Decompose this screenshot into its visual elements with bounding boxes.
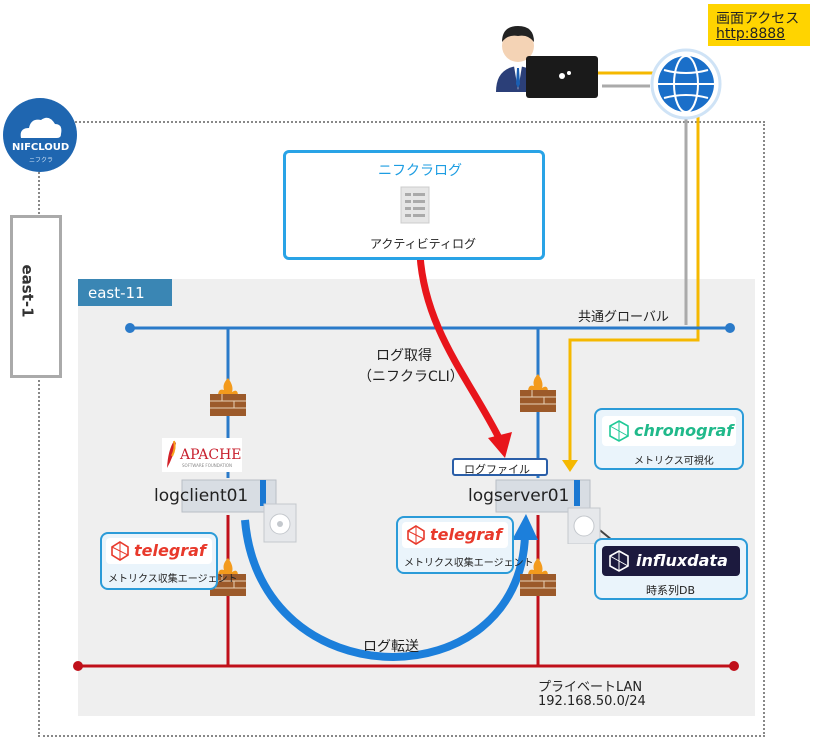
nifcloud-log-item: アクティビティログ [370, 237, 476, 251]
nifcloud-log-box: ニフクラログ アクティビティログ [283, 150, 545, 260]
telegraf-server-callout: telegraf メトリクス収集エージェント [396, 516, 534, 574]
log-fetch-sublabel: （ニフクラCLI） [358, 369, 464, 385]
telegraf-icon [407, 525, 425, 545]
log-fetch-arrowhead [488, 432, 512, 458]
apache-sublabel: SOFTWARE FOUNDATION [182, 463, 232, 468]
global-network-label: 共通グローバル [578, 310, 669, 325]
zone-label: east-11 [88, 284, 145, 302]
log-fetch-label: ログ取得 [376, 348, 432, 364]
influxdb-icon [609, 550, 629, 572]
firewall-icon [520, 374, 556, 412]
telegraf-server-desc: メトリクス収集エージェント [404, 558, 534, 569]
private-network-endpoint-right [729, 661, 739, 671]
telegraf-icon [111, 541, 129, 561]
firewall-icon [520, 558, 556, 596]
cloud-icon [20, 117, 62, 138]
access-line [568, 80, 717, 462]
log-transfer-label: ログ転送 [363, 639, 419, 655]
zone-tag: east-11 [78, 279, 172, 306]
laptop-icon [526, 56, 598, 98]
chronograf-callout: chronograf メトリクス可視化 [594, 408, 744, 470]
logserver-server-icon [495, 479, 601, 544]
influxdb-brand: influxdata [636, 551, 728, 570]
private-network-label: プライベートLAN [538, 680, 643, 695]
telegraf-server-brand: telegraf [430, 525, 502, 544]
log-transfer-arrowhead [512, 514, 538, 540]
log-transfer-arc [241, 519, 529, 661]
telegraf-logo: telegraf [402, 522, 508, 548]
log-file-tag: ログファイル [452, 458, 548, 476]
screen-access-url: http:8888 [716, 26, 786, 42]
telegraf-client-brand: telegraf [134, 541, 206, 560]
logclient-server-icon [181, 479, 297, 543]
global-network-endpoint-left [125, 323, 135, 333]
nifcloud-logo: NIFCLOUD ニフクラ [3, 98, 77, 172]
telegraf-logo: telegraf [106, 538, 212, 564]
influxdb-logo: influxdata [602, 546, 740, 576]
logclient-name: logclient01 [154, 486, 249, 506]
telegraf-client-desc: メトリクス収集エージェント [108, 574, 238, 585]
region-box: east-1 [10, 215, 62, 378]
private-network-cidr: 192.168.50.0/24 [538, 694, 646, 709]
nifcloud-logo-text: NIFCLOUD [12, 142, 70, 153]
chronograf-logo: chronograf [602, 416, 736, 446]
chronograf-desc: メトリクス可視化 [634, 456, 714, 467]
telegraf-client-callout: telegraf メトリクス収集エージェント [100, 532, 238, 590]
access-arrowhead [562, 460, 578, 472]
globe-icon [650, 48, 722, 120]
apache-feather-icon [167, 440, 176, 468]
firewall-icon [210, 558, 246, 596]
influxdb-callout: influxdata 時系列DB [594, 538, 748, 600]
screen-access-title: 画面アクセス [716, 11, 800, 27]
screen-access-box: 画面アクセス http:8888 [708, 4, 810, 46]
log-fetch-arrow [416, 254, 504, 442]
private-network-endpoint-left [73, 661, 83, 671]
cloud-boundary [38, 121, 765, 737]
chronograf-brand: chronograf [634, 421, 734, 440]
document-icon [400, 186, 430, 224]
nifcloud-logo-subtext: ニフクラ [29, 157, 54, 164]
nifcloud-log-title: ニフクラログ [378, 163, 462, 179]
apache-logo: APACHE SOFTWARE FOUNDATION [162, 438, 242, 472]
logserver-name: logserver01 [468, 486, 570, 506]
firewall-icon [210, 378, 246, 416]
chronograf-icon [609, 420, 629, 442]
log-file-label: ログファイル [464, 463, 530, 476]
influxdb-desc: 時系列DB [646, 584, 696, 597]
global-network-endpoint-right [725, 323, 735, 333]
apache-label: APACHE [180, 447, 242, 463]
